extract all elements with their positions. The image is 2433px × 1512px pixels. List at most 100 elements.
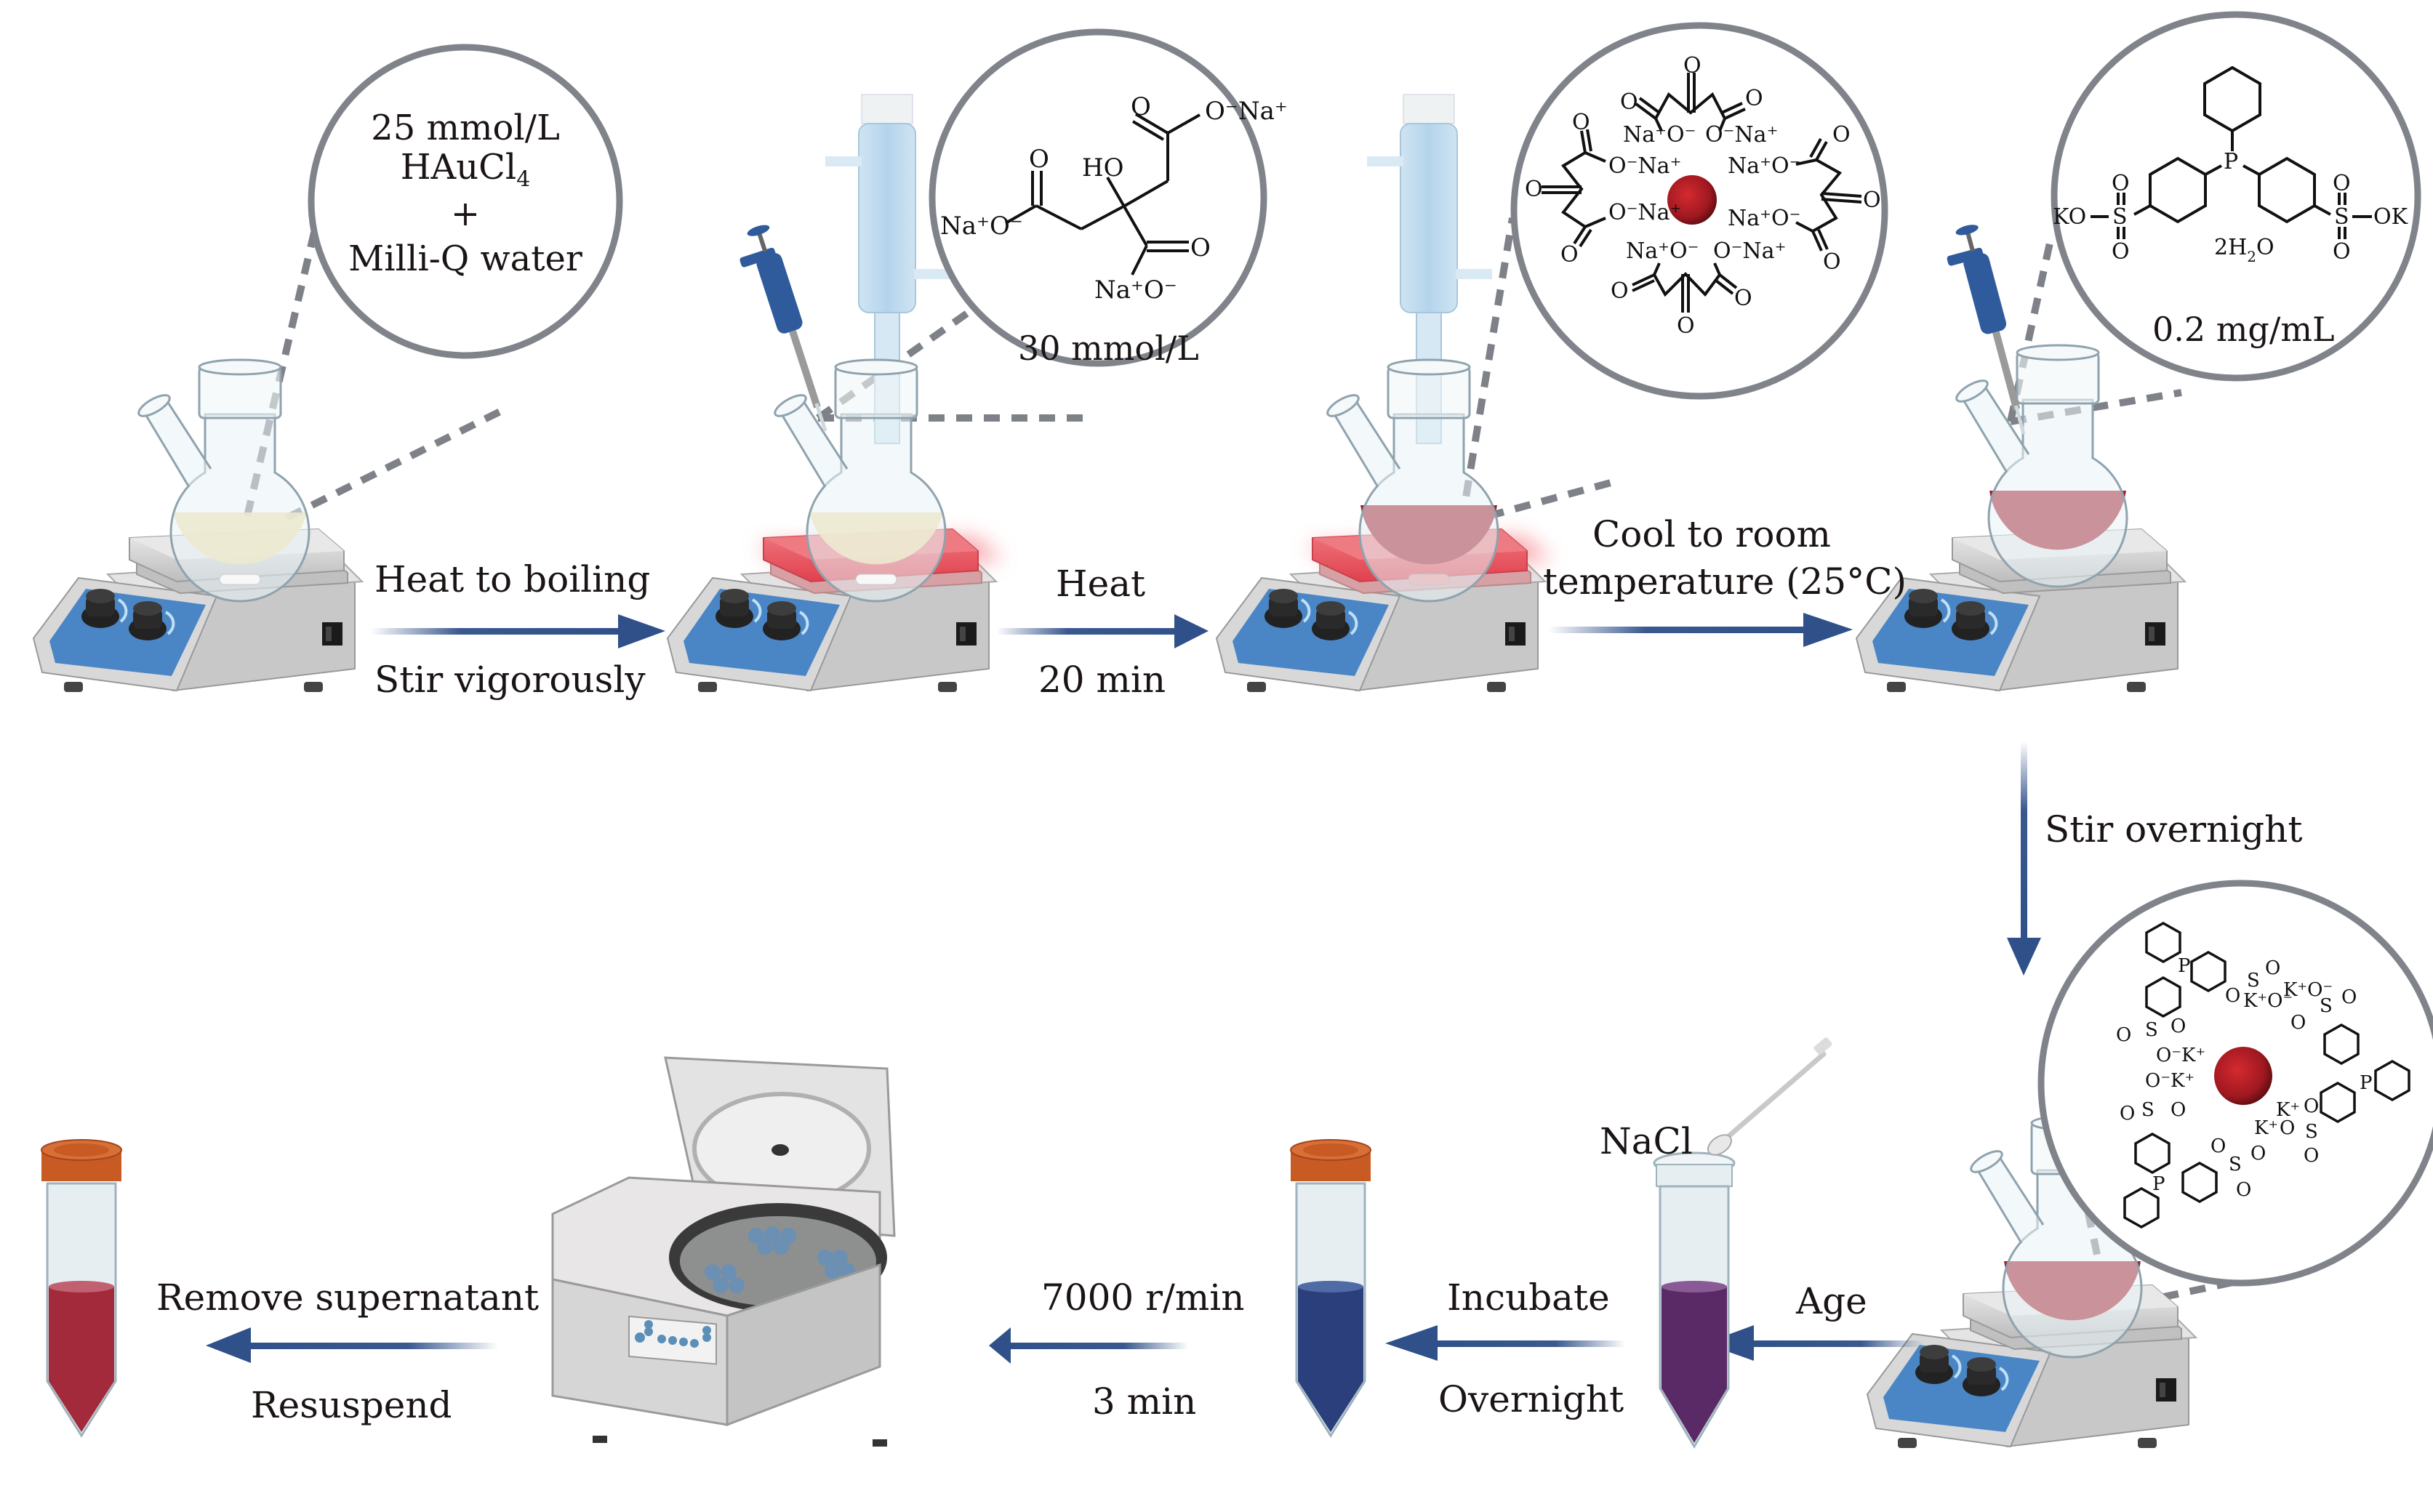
svg-text:O: O (1525, 177, 1543, 202)
arrow-cool-to-room-temp (1549, 613, 1853, 647)
svg-text:O: O (2112, 171, 2130, 196)
conical-tube-blue-aggregated (1290, 1139, 1371, 1438)
svg-text:K⁺O⁻: K⁺O⁻ (2243, 990, 2293, 1012)
citrate-structure (1005, 113, 1201, 276)
centrifuge (551, 1056, 896, 1447)
svg-text:S: S (2145, 1019, 2158, 1041)
svg-text:O: O (1029, 145, 1049, 174)
svg-text:O: O (2120, 1103, 2135, 1125)
svg-text:O: O (2171, 1016, 2186, 1037)
label-nacl: NaCl (1600, 1120, 1693, 1162)
arrow-heat-20min (996, 614, 1209, 648)
svg-text:O: O (2280, 1117, 2295, 1139)
svg-text:O: O (2341, 986, 2357, 1008)
label-7000-rpm: 7000 r/min (1041, 1276, 1245, 1319)
svg-text:S: S (2320, 995, 2333, 1017)
svg-text:Na⁺O⁻: Na⁺O⁻ (940, 212, 1023, 241)
svg-text:K⁺: K⁺ (2254, 1117, 2278, 1139)
flask-red-colloid-bspp (1952, 344, 2128, 588)
bspp-structure (2091, 65, 2372, 239)
arrow-heat-to-boiling (371, 614, 665, 648)
svg-text:O: O (1190, 233, 1211, 262)
svg-text:O: O (1823, 249, 1841, 275)
callout-circle-citrate (929, 28, 1267, 367)
bspp-aunp-labels: P S O O K⁺O⁻ K⁺O⁻ S O O S O O O⁻K⁺ O⁻K⁺ … (2116, 955, 2373, 1201)
svg-text:S: S (2334, 204, 2349, 230)
svg-text:Na⁺O⁻: Na⁺O⁻ (1728, 206, 1800, 231)
micropipette-icon (739, 225, 827, 432)
svg-text:P: P (2178, 955, 2191, 977)
flask-red-colloid-aged (1967, 1114, 2143, 1359)
arrow-age (1704, 1325, 1923, 1361)
svg-text:O⁻Na⁺: O⁻Na⁺ (1608, 153, 1681, 179)
bspp-aunp-core (2214, 1047, 2272, 1105)
svg-text:O: O (1620, 89, 1638, 115)
svg-text:O: O (1734, 286, 1752, 311)
svg-text:O: O (2116, 1024, 2131, 1046)
label-resuspend: Resuspend (251, 1384, 452, 1426)
svg-text:HO: HO (1082, 153, 1124, 182)
conical-tube-purple-open (1653, 1151, 1736, 1449)
svg-text:O: O (2265, 957, 2280, 979)
citrate-labels: O O O HO O⁻Na⁺ Na⁺O⁻ Na⁺O⁻ (940, 92, 1288, 305)
svg-text:KO: KO (2053, 204, 2086, 230)
svg-text:O: O (1863, 188, 1881, 213)
svg-text:O: O (1683, 53, 1702, 79)
micropipette-icon-2 (1947, 225, 2026, 435)
label-heat: Heat (1056, 563, 1146, 605)
haucl4-concentration: 25 mmol/L (371, 108, 560, 148)
svg-text:S: S (2247, 970, 2260, 992)
bspp-aunp-ligands (2123, 921, 2410, 1229)
svg-text:O: O (2236, 1179, 2251, 1201)
citrate-aunp-ligands (1542, 73, 1862, 313)
svg-text:O: O (1745, 86, 1763, 111)
svg-text:O⁻Na⁺: O⁻Na⁺ (1205, 97, 1288, 126)
arrow-stir-overnight (2007, 741, 2041, 976)
svg-text:K⁺O⁻: K⁺O⁻ (2283, 979, 2333, 1001)
svg-text:S: S (2141, 1099, 2155, 1121)
label-heat-to-boiling: Heat to boiling (374, 558, 651, 600)
label-age: Age (1796, 1280, 1867, 1322)
svg-text:P: P (2360, 1072, 2373, 1094)
svg-text:Na⁺O⁻: Na⁺O⁻ (1626, 238, 1699, 264)
svg-text:S: S (2305, 1121, 2318, 1143)
citrate-aunp-labels: O O O Na⁺O⁻ O⁻Na⁺ O O O O⁻Na⁺ O⁻Na⁺ Na⁺O… (1525, 53, 1881, 339)
svg-text:O⁻Na⁺: O⁻Na⁺ (1608, 200, 1681, 225)
callout-leader-lines (244, 217, 2248, 1312)
arrow-remove-supernatant (206, 1327, 498, 1363)
svg-text:O: O (2333, 239, 2351, 265)
label-incubate: Incubate (1447, 1276, 1610, 1319)
svg-text:O: O (1677, 313, 1695, 339)
svg-text:O: O (1560, 242, 1579, 268)
arrow-incubate-overnight (1385, 1325, 1625, 1361)
callout-circle-bspp (2051, 11, 2421, 382)
svg-text:S: S (2112, 204, 2128, 230)
svg-text:O: O (2171, 1099, 2186, 1121)
svg-text:P: P (2224, 149, 2238, 174)
svg-text:O: O (2112, 239, 2130, 265)
svg-text:O: O (2250, 1143, 2266, 1165)
label-remove-supernatant: Remove supernatant (156, 1276, 540, 1319)
svg-text:O: O (2304, 1145, 2319, 1167)
svg-text:OK: OK (2373, 204, 2408, 230)
svg-text:O⁻Na⁺: O⁻Na⁺ (1713, 238, 1786, 264)
flask-red-gold-colloid (1323, 358, 1499, 603)
label-stir-overnight: Stir overnight (2045, 808, 2303, 850)
svg-text:S: S (2229, 1154, 2242, 1175)
svg-text:O: O (2225, 985, 2240, 1007)
svg-text:Na⁺O⁻: Na⁺O⁻ (1094, 276, 1177, 305)
svg-text:O⁻K⁺: O⁻K⁺ (2145, 1070, 2194, 1092)
label-overnight: Overnight (1438, 1378, 1624, 1420)
reflux-condenser (825, 94, 950, 444)
label-20-min: 20 min (1038, 659, 1166, 701)
svg-text:Na⁺O⁻: Na⁺O⁻ (1728, 153, 1800, 179)
svg-text:O: O (1131, 92, 1151, 121)
spatula-icon (1707, 1037, 1832, 1156)
svg-text:O: O (1832, 122, 1851, 148)
flask-gold-solution (135, 358, 310, 603)
svg-text:O: O (1611, 278, 1629, 304)
svg-text:2H2O: 2H2O (2214, 235, 2274, 265)
haucl4-formula: HAuCl4 (400, 146, 531, 193)
conical-tube-red-resuspended (41, 1139, 122, 1438)
